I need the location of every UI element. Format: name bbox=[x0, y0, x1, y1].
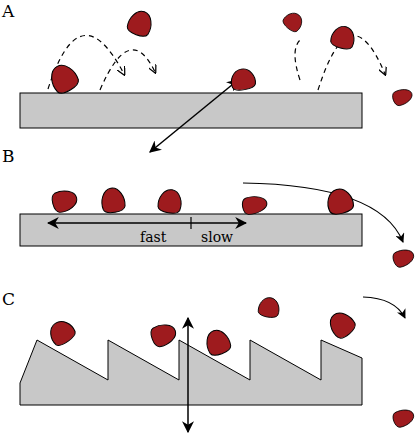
vibration-arrow bbox=[187, 318, 189, 432]
panel-letter: C bbox=[2, 291, 15, 308]
ratchet-substrate bbox=[20, 340, 362, 405]
particles bbox=[45, 296, 415, 429]
particles bbox=[50, 186, 415, 269]
vibration-arrow bbox=[150, 80, 238, 152]
asymmetric-arrow bbox=[48, 222, 246, 224]
speed-label: slow bbox=[201, 230, 233, 244]
panel-letter: A bbox=[2, 3, 14, 20]
particles bbox=[46, 8, 414, 107]
drift-arrow bbox=[243, 183, 403, 242]
panel-letter: B bbox=[2, 148, 15, 165]
speed-label: fast bbox=[140, 230, 166, 244]
tick bbox=[190, 217, 191, 229]
drift-arrow bbox=[363, 297, 405, 318]
substrate bbox=[20, 93, 362, 128]
substrate bbox=[20, 214, 362, 246]
